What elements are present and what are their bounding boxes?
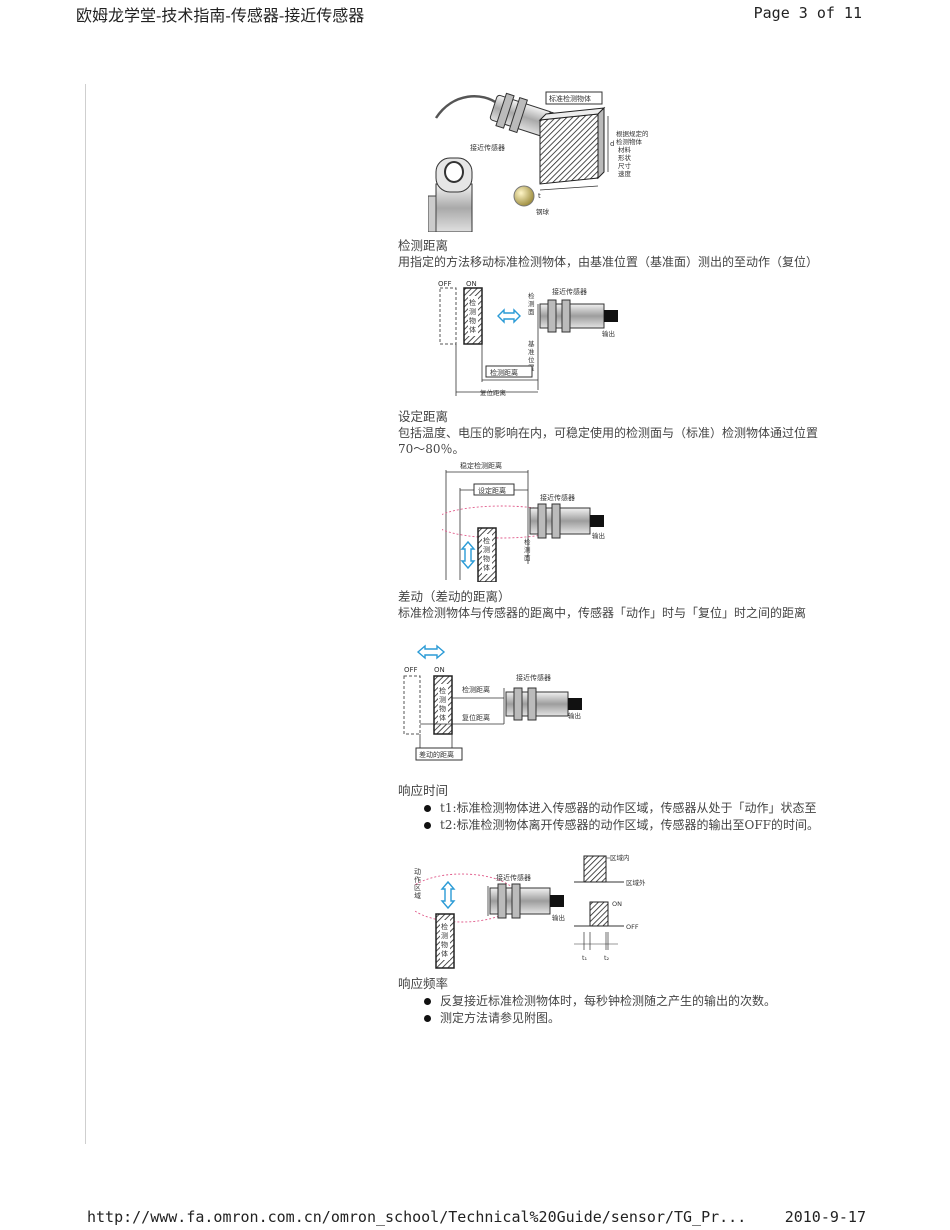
sensor-label: 接近传感器 xyxy=(470,143,505,152)
footer-url: http://www.fa.omron.com.cn/omron_school/… xyxy=(87,1208,747,1226)
sensor-label: 接近传感器 xyxy=(496,873,531,882)
sensor-label: 接近传感器 xyxy=(552,287,587,296)
setting-dist-label: 设定距离 xyxy=(478,486,506,495)
note-line-5: 尺寸 xyxy=(618,161,632,170)
response-frequency-item-1: 反复接近标准检测物体时，每秒钟检测随之产生的输出的次数。 xyxy=(424,993,868,1010)
setting-distance-line-1: 包括温度、电压的影响在内，可稳定使用的检测面与（标准）检测物体通过位置 xyxy=(398,426,819,440)
document-content: 标准检测物体 d t 根据规定的 检测物体 材料 形状 尺寸 速度 接近传感器 … xyxy=(398,0,868,1230)
note-line-2: 检测物体 xyxy=(616,137,643,146)
target-char-2: 测 xyxy=(441,932,448,940)
setting-distance-text: 包括温度、电压的影响在内，可稳定使用的检测面与（标准）检测物体通过位置 70～8… xyxy=(398,425,868,457)
dim-d-label: d xyxy=(610,140,614,148)
section-title-detect-distance: 检测距离 xyxy=(398,238,449,253)
off-label: OFF xyxy=(404,666,418,674)
out-zone-label: 区域外 xyxy=(626,878,646,887)
face-char-3: 面 xyxy=(528,308,535,316)
sensor-label: 接近传感器 xyxy=(540,493,575,502)
face-char-2: 测 xyxy=(528,300,535,308)
setting-distance-line-2: 70～80％。 xyxy=(398,442,465,456)
note-line-3: 材料 xyxy=(618,145,632,154)
reset-dist-label: 复位距离 xyxy=(480,388,507,397)
note-line-6: 速度 xyxy=(618,169,632,178)
zone-char-2: 作 xyxy=(414,875,421,884)
t1-label: t₁ xyxy=(582,954,588,962)
target-char-4: 体 xyxy=(483,563,490,572)
figure-standard-object: 标准检测物体 d t 根据规定的 检测物体 材料 形状 尺寸 速度 接近传感器 … xyxy=(428,91,649,232)
differential-line-1: 标准检测物体与传感器的距离中，传感器「动作」时与「复位」时之间的距离 xyxy=(398,606,807,620)
figure-setting-distance: 稳定检测距离 设定距离 接近传感器 输出 检 测 面 检 测 物 体 xyxy=(442,461,605,582)
target-char-2: 测 xyxy=(439,696,446,704)
std-object-label: 标准检测物体 xyxy=(549,94,591,103)
face-char-3: 面 xyxy=(524,554,531,562)
target-char-1: 检 xyxy=(469,298,476,307)
header-title: 欧姆龙学堂-技术指南-传感器-接近传感器 xyxy=(76,6,365,25)
off-label: OFF xyxy=(438,280,452,288)
figure-detect-distance: OFF ON 检 测 物 体 检 测 面 接近传感器 输出 基 准 位 置 检测… xyxy=(438,280,618,397)
target-char-4: 体 xyxy=(469,325,476,334)
steel-ball-label: 钢球 xyxy=(536,207,550,216)
output-label: 输出 xyxy=(568,711,581,720)
target-char-4: 体 xyxy=(441,949,448,958)
note-line-1: 根据规定的 xyxy=(616,129,649,138)
on-label: ON xyxy=(434,666,445,674)
in-zone-label: 区域内 xyxy=(610,854,630,862)
ref-char-1: 基 xyxy=(528,339,535,348)
target-char-2: 测 xyxy=(483,546,490,554)
section-title-response-time: 响应时间 xyxy=(398,783,449,798)
target-char-1: 检 xyxy=(483,536,490,545)
detect-dist-label: 检测距离 xyxy=(490,368,518,377)
face-char-2: 测 xyxy=(524,546,531,554)
stable-dist-label: 稳定检测距离 xyxy=(460,461,502,470)
output-label: 输出 xyxy=(592,531,605,540)
face-char-1: 检 xyxy=(524,537,531,546)
detect-dist-label: 检测距离 xyxy=(462,685,490,694)
zone-char-1: 动 xyxy=(414,867,421,876)
off-state-label: OFF xyxy=(626,923,639,931)
response-frequency-list: 反复接近标准检测物体时，每秒钟检测随之产生的输出的次数。 测定方法请参见附图。 xyxy=(424,993,868,1027)
header-page-number: Page 3 of 11 xyxy=(753,4,862,22)
response-time-item-1: t1:标准检测物体进入传感器的动作区域，传感器从处于「动作」状态至 xyxy=(424,800,868,817)
reset-dist-label: 复位距离 xyxy=(462,713,490,722)
target-char-3: 物 xyxy=(439,704,446,713)
target-char-1: 检 xyxy=(439,686,446,695)
target-char-3: 物 xyxy=(483,554,490,563)
section-title-response-frequency: 响应频率 xyxy=(398,976,449,991)
figure-differential: OFF ON 检 测 物 体 接近传感器 输出 检测距离 复位距离 差动的距离 xyxy=(403,644,582,761)
ref-char-2: 准 xyxy=(528,347,535,356)
footer-date: 2010-9-17 xyxy=(784,1208,866,1226)
zone-char-4: 域 xyxy=(414,891,421,900)
section-title-setting-distance: 设定距离 xyxy=(398,409,449,424)
target-char-3: 物 xyxy=(469,316,476,325)
output-label: 输出 xyxy=(602,329,615,338)
response-time-list: t1:标准检测物体进入传感器的动作区域，传感器从处于「动作」状态至 t2:标准检… xyxy=(424,800,868,834)
response-time-item-2: t2:标准检测物体离开传感器的动作区域，传感器的输出至OFF的时间。 xyxy=(424,817,868,834)
face-char-1: 检 xyxy=(528,291,535,300)
output-label: 输出 xyxy=(552,913,565,922)
response-frequency-item-2: 测定方法请参见附图。 xyxy=(424,1010,868,1027)
note-line-4: 形状 xyxy=(618,153,632,162)
dim-t-label: t xyxy=(538,192,541,200)
diff-dist-label: 差动的距离 xyxy=(419,750,454,759)
on-label: ON xyxy=(466,280,477,288)
target-char-2: 测 xyxy=(469,308,476,316)
t2-label: t₂ xyxy=(604,954,610,962)
detect-distance-line-1: 用指定的方法移动标准检测物体，由基准位置（基准面）测出的至动作（复位） xyxy=(398,255,819,269)
ref-char-3: 位 xyxy=(528,355,535,364)
target-char-1: 检 xyxy=(441,922,448,931)
target-char-3: 物 xyxy=(441,940,448,949)
left-margin-rule xyxy=(85,84,86,1144)
on-state-label: ON xyxy=(612,900,622,908)
figure-response-time: 动 作 区 域 接近传感器 输出 检 测 物 体 区域内 区域外 ON OFF xyxy=(414,854,646,969)
differential-text: 标准检测物体与传感器的距离中，传感器「动作」时与「复位」时之间的距离 xyxy=(398,605,868,621)
zone-char-3: 区 xyxy=(414,884,421,892)
target-char-4: 体 xyxy=(439,713,446,722)
section-title-differential: 差动（差动的距离） xyxy=(398,589,511,604)
detect-distance-text: 用指定的方法移动标准检测物体，由基准位置（基准面）测出的至动作（复位） xyxy=(398,254,868,270)
sensor-label: 接近传感器 xyxy=(516,673,551,682)
